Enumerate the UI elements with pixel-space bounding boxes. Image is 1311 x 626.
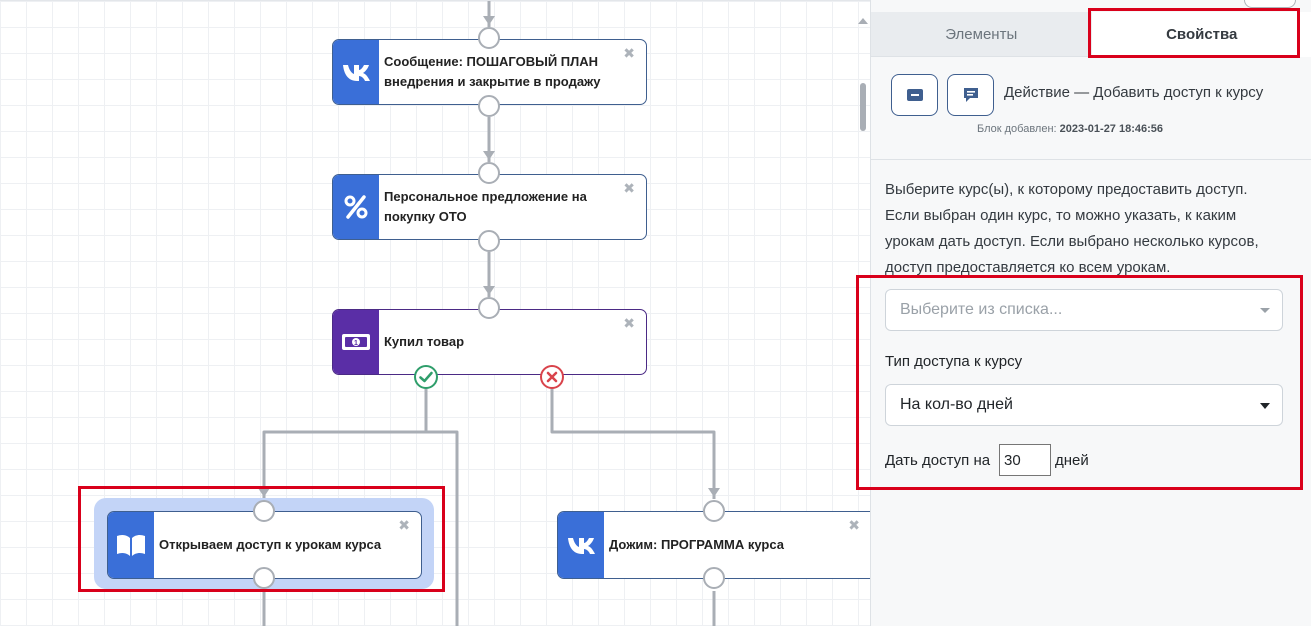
- arrow-head: [483, 286, 495, 295]
- node-title: Купил товар: [384, 334, 465, 349]
- flow-canvas[interactable]: Сообщение: ПОШАГОВЫЙ ПЛАН внедрения и за…: [0, 0, 870, 626]
- input-port[interactable]: [478, 297, 500, 319]
- percent-icon: [333, 175, 379, 239]
- book-icon: [108, 512, 154, 578]
- access-type-label: Тип доступа к курсу: [885, 353, 1023, 370]
- input-port[interactable]: [478, 27, 500, 49]
- node-title: Дожим: ПРОГРАММА курса: [609, 537, 784, 552]
- access-description: Выберите курс(ы), к которому предоставит…: [885, 181, 1259, 276]
- scroll-up-arrow-icon[interactable]: [858, 18, 868, 24]
- arrow-head: [483, 16, 495, 25]
- edge-no-to-push: [550, 388, 716, 499]
- node-title: Открываем доступ к урокам курса: [159, 537, 382, 552]
- message-icon: [906, 89, 923, 101]
- flow-node-message-plan[interactable]: Сообщение: ПОШАГОВЫЙ ПЛАН внедрения и за…: [332, 39, 647, 105]
- days-input[interactable]: [999, 444, 1051, 476]
- input-port[interactable]: [253, 500, 275, 522]
- access-type-select[interactable]: На кол-во дней: [885, 384, 1283, 426]
- success-port-check-icon[interactable]: [414, 365, 438, 389]
- close-icon[interactable]: ✖: [848, 517, 860, 533]
- input-port[interactable]: [703, 500, 725, 522]
- vk-icon: [558, 512, 604, 578]
- output-port[interactable]: [478, 230, 500, 252]
- input-port[interactable]: [478, 162, 500, 184]
- window-control[interactable]: [1244, 0, 1296, 8]
- output-port[interactable]: [703, 567, 725, 589]
- node-title: Сообщение: ПОШАГОВЫЙ ПЛАН внедрения и за…: [384, 54, 601, 89]
- block-added-date: 2023-01-27 18:46:56: [1059, 123, 1164, 135]
- fail-port-cross-icon[interactable]: [540, 365, 564, 389]
- action-title: Действие — Добавить доступ к курсу: [1004, 84, 1264, 101]
- grant-suffix-label: дней: [1055, 452, 1089, 469]
- chevron-down-icon: [1260, 308, 1270, 313]
- chevron-down-icon: [1260, 403, 1270, 409]
- canvas-scrollbar[interactable]: [860, 83, 866, 131]
- chat-button[interactable]: [947, 74, 994, 116]
- svg-text:1: 1: [354, 340, 358, 347]
- close-icon[interactable]: ✖: [398, 517, 410, 533]
- course-select-placeholder: Выберите из списка...: [900, 301, 1063, 318]
- close-icon[interactable]: ✖: [623, 45, 635, 61]
- flow-connections: [258, 1, 720, 626]
- output-port[interactable]: [478, 95, 500, 117]
- panel-tabs: Элементы Свойства: [871, 12, 1311, 57]
- block-added-info: Блок добавлен: 2023-01-27 18:46:56: [977, 123, 1163, 135]
- arrow-head: [483, 151, 495, 160]
- tab-elements[interactable]: Элементы: [871, 12, 1092, 57]
- grant-prefix-label: Дать доступ на: [885, 452, 991, 469]
- access-type-value: На кол-во дней: [900, 396, 1013, 413]
- close-icon[interactable]: ✖: [623, 180, 635, 196]
- arrow-head: [258, 488, 270, 497]
- tab-properties[interactable]: Свойства: [1091, 12, 1311, 57]
- divider: [871, 159, 1311, 160]
- chat-icon: [963, 88, 978, 102]
- close-icon[interactable]: ✖: [623, 315, 635, 331]
- output-port[interactable]: [253, 567, 275, 589]
- edge-yes-to-access: [262, 388, 428, 499]
- vk-icon: [333, 40, 379, 104]
- arrow-head: [708, 488, 720, 497]
- edge-yes-continue: [426, 430, 459, 626]
- flow-node-open-access[interactable]: Открываем доступ к урокам курса ✖: [107, 511, 422, 579]
- flow-node-offer-oto[interactable]: Персональное предложение на покупку ОТО …: [332, 174, 647, 240]
- course-select[interactable]: Выберите из списка...: [885, 289, 1283, 331]
- node-title: Персональное предложение на покупку ОТО: [384, 189, 587, 224]
- comment-button[interactable]: [891, 74, 938, 116]
- money-icon: 1: [333, 310, 379, 374]
- block-added-label: Блок добавлен:: [977, 123, 1057, 135]
